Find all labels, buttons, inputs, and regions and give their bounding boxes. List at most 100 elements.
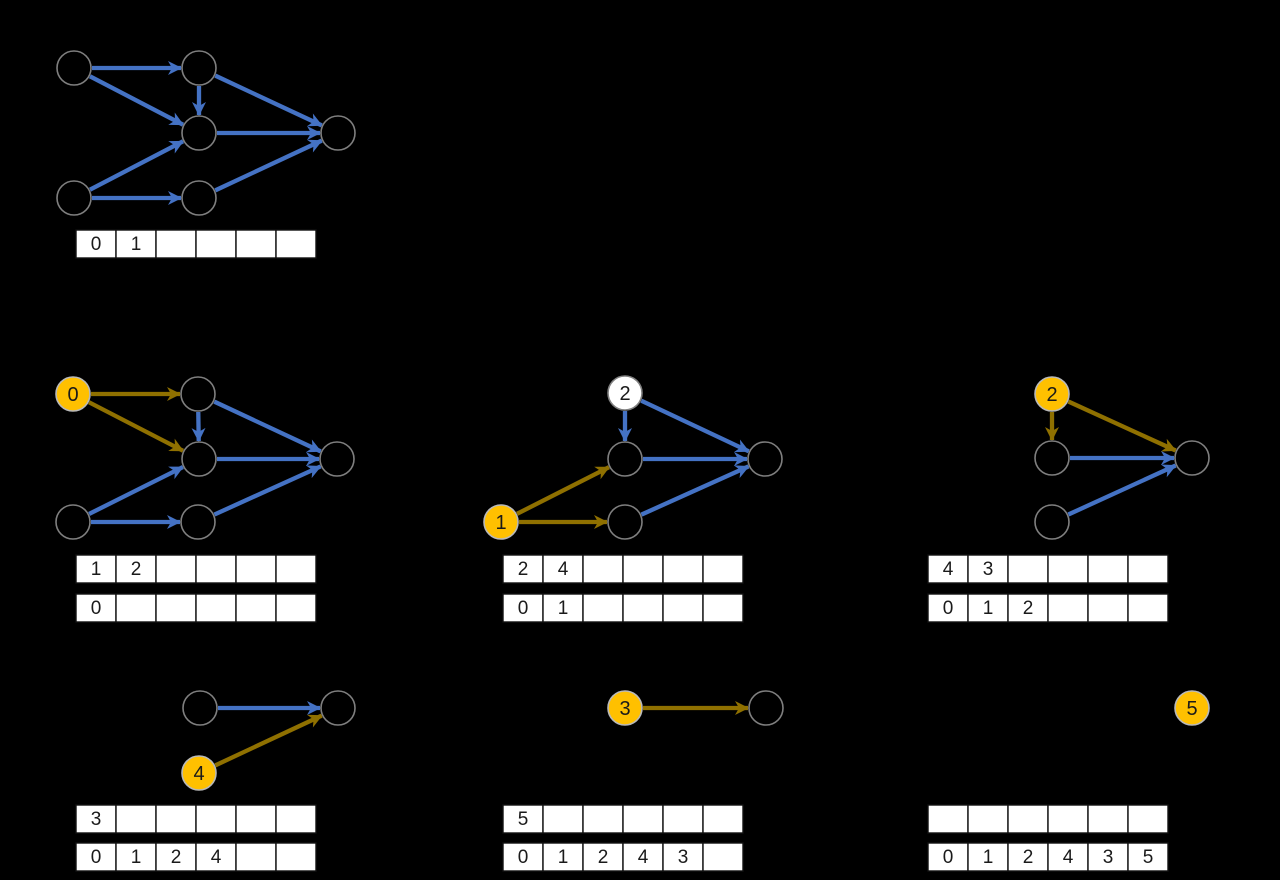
graph-node-4 [1034, 504, 1070, 540]
queue-array-cell-1 [542, 804, 584, 834]
graph-edge-1-to-3 [88, 139, 185, 192]
result-array-value: 2 [598, 847, 609, 868]
result-array-cell-5 [702, 593, 744, 623]
result-array-cell-2 [155, 593, 197, 623]
queue-array-cell-2 [155, 804, 197, 834]
graph-node-label: 5 [1186, 698, 1197, 720]
result-array-cell-2 [1007, 593, 1049, 623]
graph-node-3 [181, 115, 217, 151]
queue-array-cell-1 [115, 554, 157, 584]
graph-node-5 [748, 690, 784, 726]
graph-node-4 [181, 180, 217, 216]
queue-array-cell-2 [582, 554, 624, 584]
result-array-value: 0 [518, 847, 529, 868]
queue-array-cell-3 [622, 804, 664, 834]
result-array-value: 1 [131, 847, 142, 868]
result-array-cell-4 [1087, 593, 1129, 623]
queue-array-cell-0 [927, 804, 969, 834]
result-array-value: 3 [678, 847, 689, 868]
graph-node-2 [1034, 376, 1070, 412]
result-array-cell-4 [1087, 842, 1129, 872]
graph-node-label: 4 [193, 763, 204, 785]
result-array-cell-0 [927, 842, 969, 872]
result-array-cell-0 [75, 593, 117, 623]
queue-array-cell-5 [702, 804, 744, 834]
graph-node-0 [55, 376, 91, 412]
queue-array-value: 1 [131, 234, 142, 255]
graph-node-1 [483, 504, 519, 540]
result-array-value: 0 [91, 598, 102, 619]
result-array-cell-5 [275, 593, 317, 623]
graph-edge-1-to-3 [516, 465, 610, 516]
graph-node-2 [607, 375, 643, 411]
result-array-value: 0 [91, 847, 102, 868]
graph-edge-2-to-5 [214, 73, 323, 128]
result-array-value: 1 [983, 847, 994, 868]
result-array-cell-1 [542, 842, 584, 872]
queue-array-cell-4 [235, 804, 277, 834]
result-array-value: 2 [1023, 847, 1034, 868]
result-array-cell-0 [502, 593, 544, 623]
graph-edge-2-to-5 [640, 398, 750, 454]
result-array-cell-5 [275, 842, 317, 872]
graph-edge-2-to-5 [213, 399, 322, 454]
queue-array-value: 3 [983, 559, 994, 580]
graph-node-3 [607, 690, 643, 726]
graph-node-1 [55, 504, 91, 540]
result-array-cell-3 [1047, 593, 1089, 623]
queue-array-value: 1 [91, 559, 102, 580]
graph-node-1 [56, 180, 92, 216]
graph-node-label: 2 [619, 383, 630, 405]
graph-node-label: 2 [1046, 384, 1057, 406]
graph-node-5 [1174, 440, 1210, 476]
queue-array-cell-0 [502, 804, 544, 834]
graph-edge-4-to-5 [213, 464, 322, 517]
queue-array-cell-0 [927, 554, 969, 584]
graph-node-3 [182, 690, 218, 726]
result-array-cell-2 [582, 593, 624, 623]
graph-edge-4-to-5 [640, 464, 750, 517]
result-array-cell-5 [1127, 842, 1169, 872]
queue-array-cell-3 [195, 554, 237, 584]
queue-array-cell-1 [542, 554, 584, 584]
queue-array-cell-5 [275, 229, 317, 259]
queue-array-cell-3 [195, 804, 237, 834]
graph-node-3 [181, 441, 217, 477]
queue-array-value: 0 [91, 234, 102, 255]
queue-array-cell-5 [1127, 554, 1169, 584]
graph-node-4 [181, 755, 217, 791]
result-array-cell-1 [967, 842, 1009, 872]
queue-array-value: 5 [518, 809, 529, 830]
queue-array-cell-4 [235, 229, 277, 259]
queue-array-cell-5 [275, 804, 317, 834]
result-array-cell-4 [235, 593, 277, 623]
result-array-value: 5 [1143, 847, 1154, 868]
queue-array-cell-1 [115, 229, 157, 259]
result-array-cell-0 [75, 842, 117, 872]
graph-edge-0-to-3 [88, 400, 184, 453]
result-array-value: 1 [558, 598, 569, 619]
result-array-cell-3 [195, 593, 237, 623]
result-array-cell-3 [622, 842, 664, 872]
graph-node-label: 3 [619, 698, 630, 720]
result-array-cell-2 [155, 842, 197, 872]
result-array-cell-1 [967, 593, 1009, 623]
queue-array-value: 3 [91, 809, 102, 830]
graph-node-3 [607, 441, 643, 477]
graph-node-3 [1034, 440, 1070, 476]
queue-array-cell-4 [235, 554, 277, 584]
queue-array-cell-5 [702, 554, 744, 584]
graph-node-4 [607, 504, 643, 540]
queue-array-value: 4 [943, 559, 954, 580]
queue-array-cell-1 [967, 804, 1009, 834]
queue-array-cell-5 [1127, 804, 1169, 834]
queue-array-cell-2 [1007, 804, 1049, 834]
result-array-cell-4 [662, 593, 704, 623]
queue-array-cell-0 [75, 229, 117, 259]
graph-node-5 [1174, 690, 1210, 726]
graph-node-label: 1 [495, 512, 506, 534]
graph-node-2 [180, 376, 216, 412]
